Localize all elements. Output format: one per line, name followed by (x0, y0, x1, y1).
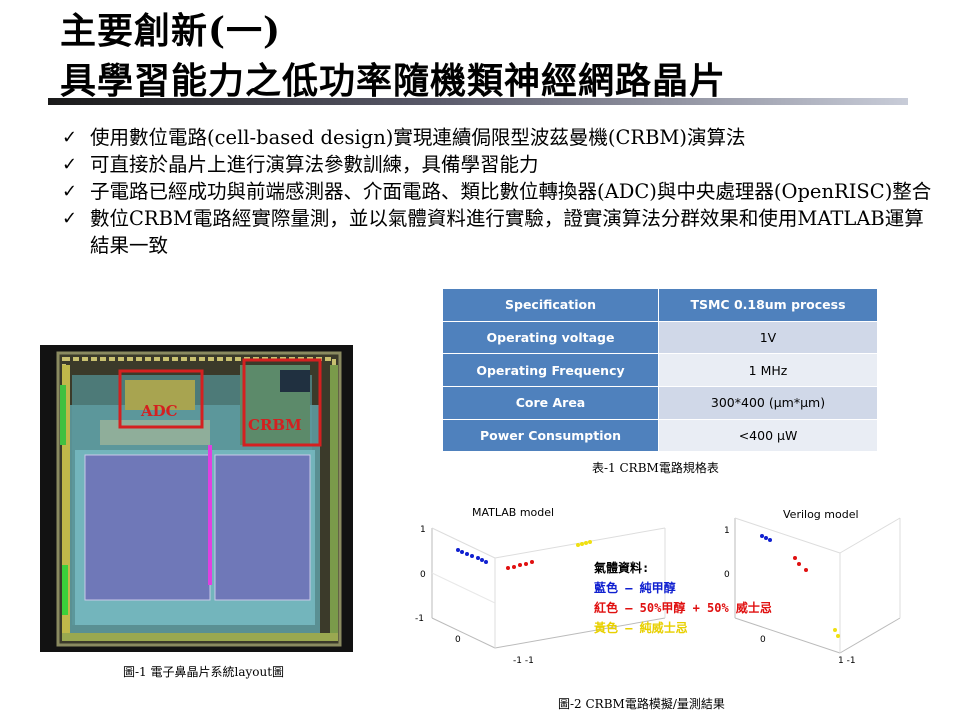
check-icon: ✓ (62, 208, 78, 229)
bullet-text: 子電路已經成功與前端感測器、介面電路、類比數位轉換器(ADC)與中央處理器(Op… (90, 180, 932, 203)
chip-layout-drawing: ADC CRBM (40, 345, 353, 652)
bullet-item: ✓ 使用數位電路(cell-based design)實現連續侷限型波茲曼機(C… (62, 124, 942, 151)
chip-layout-image: ADC CRBM (40, 345, 353, 652)
matlab-title: MATLAB model (472, 506, 554, 519)
svg-text:1: 1 (724, 526, 730, 536)
table-value-cell: <400 μW (658, 418, 878, 453)
cluster-plots: MATLAB model 1 0 -1 0 -1 -1 Verilog mode… (415, 506, 901, 666)
gas-legend: 氣體資料: 藍色 – 純甲醇 紅色 – 50%甲醇 + 50% 威士忌 黃色 –… (594, 558, 772, 638)
bullet-list: ✓ 使用數位電路(cell-based design)實現連續侷限型波茲曼機(C… (62, 124, 942, 259)
adc-label: ADC (140, 402, 178, 420)
svg-text:0: 0 (455, 635, 461, 645)
table-value-cell: 1V (658, 320, 878, 355)
table-header-row: Specification TSMC 0.18um process (442, 288, 878, 322)
bullet-text: 使用數位電路(cell-based design)實現連續侷限型波茲曼機(CRB… (90, 126, 746, 149)
svg-text:1 -1: 1 -1 (838, 656, 856, 666)
table-value-cell: 1 MHz (658, 353, 878, 388)
table-key-cell: Operating voltage (442, 320, 659, 355)
legend-item-blue: 藍色 – 純甲醇 (594, 581, 676, 595)
bullet-item: ✓ 子電路已經成功與前端感測器、介面電路、類比數位轉換器(ADC)與中央處理器(… (62, 178, 942, 205)
svg-text:-1 -1: -1 -1 (513, 656, 534, 666)
table-key-cell: Core Area (442, 386, 659, 420)
svg-text:-1: -1 (415, 614, 424, 624)
plot-caption: 圖-2 CRBM電路模擬/量測結果 (558, 697, 725, 711)
table-row: Power Consumption <400 μW (442, 418, 878, 453)
svg-text:1: 1 (420, 525, 426, 535)
svg-text:0: 0 (420, 570, 426, 580)
matlab-plot: MATLAB model 1 0 -1 0 -1 -1 (415, 506, 666, 666)
verilog-title: Verilog model (783, 508, 859, 521)
legend-item-yellow: 黃色 – 純威士忌 (594, 621, 688, 635)
table-key-cell: Power Consumption (442, 418, 659, 453)
table-header-cell: TSMC 0.18um process (658, 288, 878, 322)
table-header-cell: Specification (442, 288, 659, 322)
bullet-text: 數位CRBM電路經實際量測，並以氣體資料進行實驗，證實演算法分群效果和使用MAT… (90, 207, 924, 257)
spec-table: Specification TSMC 0.18um process Operat… (442, 288, 878, 453)
chip-caption: 圖-1 電子鼻晶片系統layout圖 (123, 665, 285, 679)
table-row: Operating Frequency 1 MHz (442, 353, 878, 388)
svg-text:0: 0 (724, 570, 730, 580)
table-row: Core Area 300*400 (μm*μm) (442, 386, 878, 420)
check-icon: ✓ (62, 154, 78, 175)
bullet-text: 可直接於晶片上進行演算法參數訓練，具備學習能力 (90, 153, 539, 176)
crbm-label: CRBM (248, 416, 302, 434)
table-key-cell: Operating Frequency (442, 353, 659, 388)
legend-item-red: 紅色 – 50%甲醇 + 50% 威士忌 (594, 601, 772, 615)
title-line-1: 主要創新(一) (60, 10, 282, 52)
check-icon: ✓ (62, 127, 78, 148)
title-divider (48, 98, 908, 105)
verilog-plot: Verilog model 1 0 0 1 -1 (724, 508, 901, 666)
svg-text:0: 0 (760, 635, 766, 645)
table-caption: 表-1 CRBM電路規格表 (592, 461, 719, 475)
table-row: Operating voltage 1V (442, 320, 878, 355)
bullet-item: ✓ 數位CRBM電路經實際量測，並以氣體資料進行實驗，證實演算法分群效果和使用M… (62, 205, 942, 259)
check-icon: ✓ (62, 181, 78, 202)
table-value-cell: 300*400 (μm*μm) (658, 386, 878, 420)
legend-title: 氣體資料: (594, 561, 650, 575)
bullet-item: ✓ 可直接於晶片上進行演算法參數訓練，具備學習能力 (62, 151, 942, 178)
title-line-2: 具學習能力之低功率隨機類神經網路晶片 (60, 60, 727, 102)
